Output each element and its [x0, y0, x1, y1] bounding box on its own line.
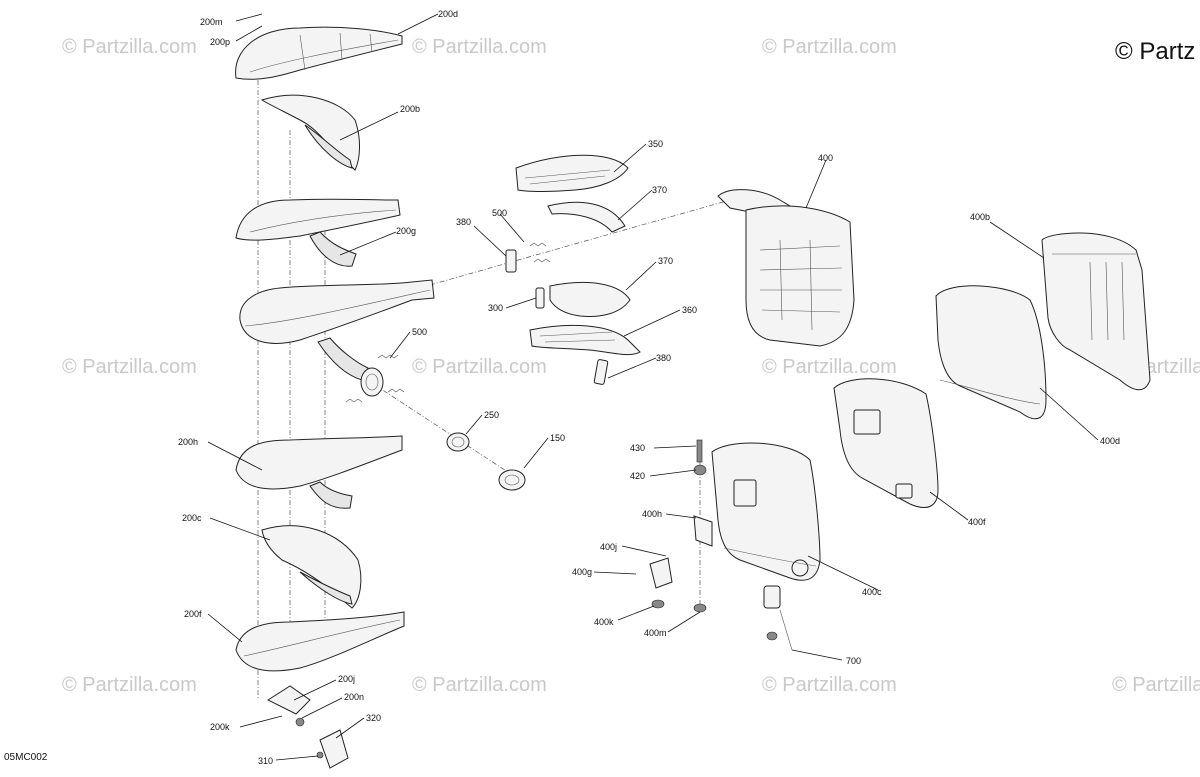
- heat-shield-200f: [235, 611, 405, 672]
- callout-400b: 400b: [970, 212, 991, 222]
- heat-shield-200c: [261, 525, 362, 609]
- callout-250: 250: [484, 410, 500, 420]
- watermark: © Partzilla.com: [62, 36, 197, 58]
- bracket-320: [316, 729, 349, 769]
- heat-shield-400d: [935, 285, 1047, 420]
- watermark: © Partzilla.com: [62, 356, 197, 378]
- callout-200b: 200b: [400, 104, 421, 114]
- bracket-400h: [649, 439, 713, 613]
- sensor-700: [763, 585, 793, 651]
- callout-400f: 400f: [968, 517, 986, 527]
- callout-370: 370: [652, 185, 668, 195]
- watermark: © Partzilla.com: [1112, 674, 1200, 696]
- callout-500: 500: [412, 327, 428, 337]
- callout-400k: 400k: [594, 617, 614, 627]
- callout-200j: 200j: [338, 674, 356, 684]
- callout-310: 310: [258, 756, 274, 766]
- watermark-corner: © Partz: [1115, 38, 1196, 65]
- callout-200g: 200g: [396, 226, 417, 236]
- tuned-pipe: [239, 279, 435, 397]
- watermark: © Partzilla.com: [62, 674, 197, 696]
- watermark: © Partzilla.com: [762, 36, 897, 58]
- watermark: © Partzilla.com: [412, 674, 547, 696]
- seal-150: [498, 469, 526, 491]
- callout-150: 150: [550, 433, 566, 443]
- callout-400: 400: [818, 153, 834, 163]
- bracket-200j: [266, 685, 311, 727]
- callout-500-upper: 500: [492, 208, 508, 218]
- callout-400m: 400m: [644, 628, 667, 638]
- sleeve-370: [547, 201, 626, 233]
- heat-shield-200h: [235, 435, 403, 509]
- watermark: © Partzilla.com: [412, 36, 547, 58]
- callout-700: 700: [846, 656, 862, 666]
- callout-200d: 200d: [438, 9, 459, 19]
- callout-200k: 200k: [210, 722, 230, 732]
- assembly-axis: [374, 384, 521, 481]
- assembly-axis: [429, 199, 731, 286]
- callout-380: 380: [456, 217, 472, 227]
- watermark: © Partzilla.com: [412, 356, 547, 378]
- callout-400j: 400j: [600, 542, 618, 552]
- callout-300: 300: [488, 303, 504, 313]
- muffler-400: [717, 189, 855, 347]
- spring-500: [345, 242, 551, 403]
- callout-400g: 400g: [572, 567, 593, 577]
- callout-200f: 200f: [184, 609, 202, 619]
- callout-400h: 400h: [642, 509, 663, 519]
- heat-shield-200g: [235, 198, 401, 267]
- callout-350: 350: [648, 139, 664, 149]
- heat-shield-350: [515, 154, 629, 192]
- heat-shield-200d: [235, 26, 403, 80]
- leader-lines: [207, 13, 1099, 761]
- callout-200c: 200c: [182, 513, 202, 523]
- watermark: © Partzilla.com: [762, 356, 897, 378]
- callout-380-lower: 380: [656, 353, 672, 363]
- pipe-360: [529, 324, 641, 356]
- callout-200m: 200m: [200, 17, 223, 27]
- callout-400d: 400d: [1100, 436, 1121, 446]
- callout-200n: 200n: [344, 692, 365, 702]
- heat-shield-400c: [711, 442, 821, 581]
- sleeve-370-lower: [535, 281, 631, 317]
- callout-200p: 200p: [210, 37, 231, 47]
- callout-420: 420: [630, 471, 646, 481]
- callout-370-lower: 370: [658, 256, 674, 266]
- callout-200h: 200h: [178, 437, 199, 447]
- callout-320: 320: [366, 713, 382, 723]
- callout-430: 430: [630, 443, 646, 453]
- gasket-250: [446, 432, 470, 452]
- heat-shield-200b: [260, 94, 360, 171]
- heat-shield-400b: [1041, 232, 1151, 391]
- heat-shield-400f: [833, 378, 939, 508]
- clamp-380: [505, 249, 609, 385]
- callout-360: 360: [682, 305, 698, 315]
- diagram-code: 05MC002: [4, 752, 48, 763]
- watermark: © Partzilla.com: [762, 674, 897, 696]
- callout-400c: 400c: [862, 587, 882, 597]
